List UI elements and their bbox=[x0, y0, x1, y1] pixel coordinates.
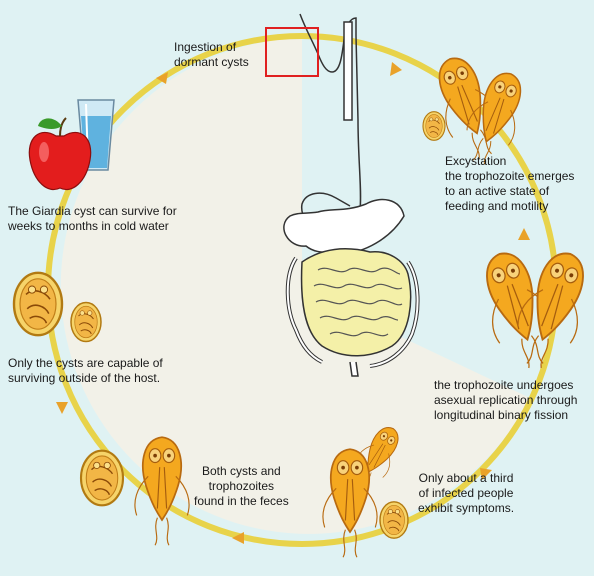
ingestion-label: Ingestion of dormant cysts bbox=[174, 40, 249, 70]
feces-label-line: trophozoites bbox=[208, 479, 275, 493]
excystation-label-line: feeding and motility bbox=[445, 199, 549, 213]
cold-water-label-line: weeks to months in cold water bbox=[8, 219, 169, 233]
cycle-arrow bbox=[518, 228, 530, 240]
giardia-cyst-icon bbox=[422, 111, 446, 141]
replication-label: the trophozoite undergoes asexual replic… bbox=[434, 378, 577, 423]
replication-label-line: the trophozoite undergoes bbox=[434, 378, 574, 392]
outside-host-label-line: Only the cysts are capable of bbox=[8, 356, 163, 370]
outside-host-label-line: surviving outside of the host. bbox=[8, 371, 161, 385]
replication-label-line: longitudinal binary fission bbox=[434, 408, 569, 422]
binary-fission-organisms bbox=[470, 243, 594, 376]
symptoms-label-line: Only about a third bbox=[418, 471, 514, 485]
cold-water-label: The Giardia cyst can survive for weeks t… bbox=[8, 204, 177, 234]
symptoms-label: Only about a third of infected people ex… bbox=[418, 471, 514, 516]
excystation-title: Excystation bbox=[445, 154, 507, 168]
cycle-arrow bbox=[156, 72, 168, 84]
giardia-cyst-icon bbox=[12, 271, 64, 337]
inner-region bbox=[60, 38, 530, 534]
giardia-cyst-icon bbox=[79, 449, 125, 507]
cycle-arrow bbox=[390, 62, 402, 76]
replication-label-line: asexual replication through bbox=[434, 393, 578, 407]
digestive-system-icon bbox=[283, 13, 420, 377]
feces-label-line: found in the feces bbox=[194, 494, 289, 508]
ingestion-highlight-box bbox=[265, 27, 319, 77]
giardia-cyst-icon bbox=[70, 301, 102, 343]
outside-host-label: Only the cysts are capable of surviving … bbox=[8, 356, 163, 386]
symptoms-label-line: exhibit symptoms. bbox=[418, 501, 515, 515]
excystation-label-line: to an active state of bbox=[445, 184, 550, 198]
cycle-arrow bbox=[480, 468, 492, 480]
cycle-arrow bbox=[232, 532, 244, 544]
feces-label: Both cysts and trophozoites found in the… bbox=[194, 464, 289, 509]
feces-label-line: Both cysts and bbox=[202, 464, 281, 478]
apple-icon bbox=[28, 117, 92, 191]
symptoms-label-line: of infected people bbox=[418, 486, 514, 500]
cycle-arrow bbox=[56, 402, 68, 414]
giardia-cyst-icon bbox=[379, 501, 409, 539]
cold-water-label-line: The Giardia cyst can survive for bbox=[8, 204, 177, 218]
excystation-label: Excystation the trophozoite emerges to a… bbox=[445, 154, 574, 214]
ingestion-label-line: dormant cysts bbox=[174, 55, 249, 69]
ingestion-label-line: Ingestion of bbox=[174, 40, 237, 54]
excystation-label-line: the trophozoite emerges bbox=[445, 169, 575, 183]
